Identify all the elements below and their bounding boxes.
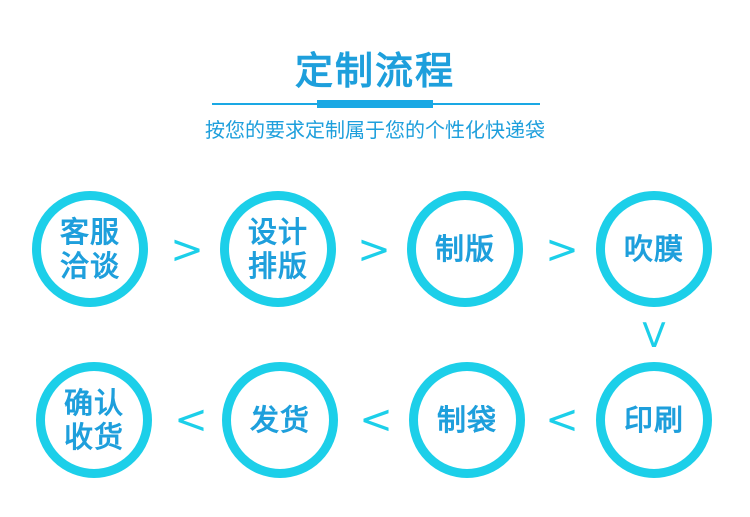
step-confirm-receipt: 确认 收货	[36, 362, 152, 478]
step-label: 设计 排版	[247, 215, 308, 283]
step-shipping: 发货	[222, 362, 338, 478]
arrow-down-icon: V	[642, 316, 666, 356]
arrow-left-icon: <	[174, 397, 208, 443]
arrow-right-icon: >	[545, 227, 579, 273]
step-film-blowing: 吹膜	[596, 191, 712, 307]
step-label: 确认 收货	[63, 386, 124, 454]
step-design-layout: 设计 排版	[220, 191, 336, 307]
step-customer-service: 客服 洽谈	[32, 191, 148, 307]
arrow-right-icon: >	[170, 227, 204, 273]
arrow-right-icon: >	[357, 227, 391, 273]
step-label: 印刷	[623, 403, 684, 437]
step-label: 制版	[434, 232, 495, 266]
step-plate-making: 制版	[407, 191, 523, 307]
step-label: 客服 洽谈	[59, 215, 120, 283]
step-label: 制袋	[436, 403, 497, 437]
page-subtitle: 按您的要求定制属于您的个性化快递袋	[205, 118, 545, 142]
step-printing: 印刷	[596, 362, 712, 478]
step-bag-making: 制袋	[409, 362, 525, 478]
title-divider-accent	[317, 100, 433, 108]
step-label: 发货	[249, 403, 310, 437]
page-title: 定制流程	[294, 49, 455, 93]
arrow-left-icon: <	[359, 397, 393, 443]
arrow-left-icon: <	[545, 397, 579, 443]
step-label: 吹膜	[623, 232, 684, 266]
